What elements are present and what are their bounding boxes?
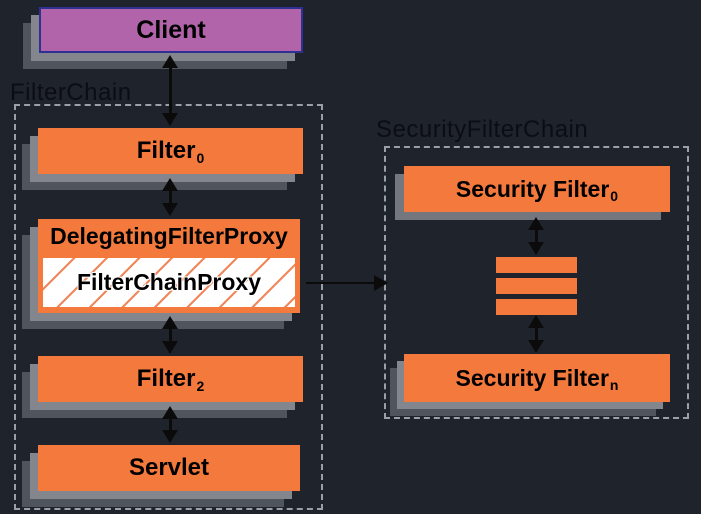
filter-chain-proxy-label: FilterChainProxy [76, 269, 262, 295]
filter2-label: Filter [136, 365, 196, 392]
filter-chain-proxy-node: FilterChainProxy [43, 258, 295, 307]
arrow-down-icon [162, 430, 178, 443]
security-filtern-label: Security Filter [455, 364, 609, 391]
arrow-down-icon [528, 340, 544, 353]
hidden-filter-bar-3 [496, 299, 577, 315]
arrow-filterchainproxy-securityfilterchain [306, 275, 388, 291]
securityfilterchain-group-label: SecurityFilterChain [376, 116, 589, 143]
hidden-filter-bar-1 [496, 257, 577, 273]
arrow-down-icon [162, 203, 178, 216]
arrow-down-icon [162, 113, 178, 126]
security-filter0-subscript: 0 [610, 188, 619, 204]
arrow-down-icon [528, 242, 544, 255]
arrow-up-icon [162, 178, 178, 191]
arrow-delegatingfilterproxy-filter2 [162, 316, 179, 354]
arrow-filter2-servlet [162, 406, 179, 443]
servlet-node: Servlet [38, 445, 300, 491]
delegating-filter-proxy-node: DelegatingFilterProxy FilterChainProxy [38, 219, 300, 313]
filter0-label: Filter [136, 137, 196, 164]
arrow-up-icon [162, 316, 178, 329]
client-node: Client [39, 7, 303, 53]
arrow-bars-securityfiltern [528, 315, 545, 353]
arrow-up-icon [162, 55, 178, 68]
arrow-down-icon [162, 341, 178, 354]
delegating-filter-proxy-label: DelegatingFilterProxy [50, 223, 288, 249]
arrow-up-icon [528, 217, 544, 230]
arrow-securityfilter0-bars [528, 217, 545, 255]
filterchain-group-border [14, 104, 323, 510]
filter2-subscript: 2 [196, 378, 205, 394]
filterchain-group-label: FilterChain [10, 79, 132, 106]
security-filter0-label: Security Filter [455, 175, 610, 202]
hidden-filter-bar-2 [496, 278, 577, 294]
arrow-up-icon [162, 406, 178, 419]
servlet-label: Servlet [128, 454, 210, 481]
client-label: Client [136, 15, 206, 44]
arrow-filter0-delegatingfilterproxy [162, 178, 179, 216]
security-filtern-subscript: n [609, 377, 619, 393]
filter0-subscript: 0 [196, 150, 205, 166]
arrow-right-icon [374, 275, 388, 291]
arrow-up-icon [528, 315, 544, 328]
arrow-client-filter0 [162, 55, 179, 126]
